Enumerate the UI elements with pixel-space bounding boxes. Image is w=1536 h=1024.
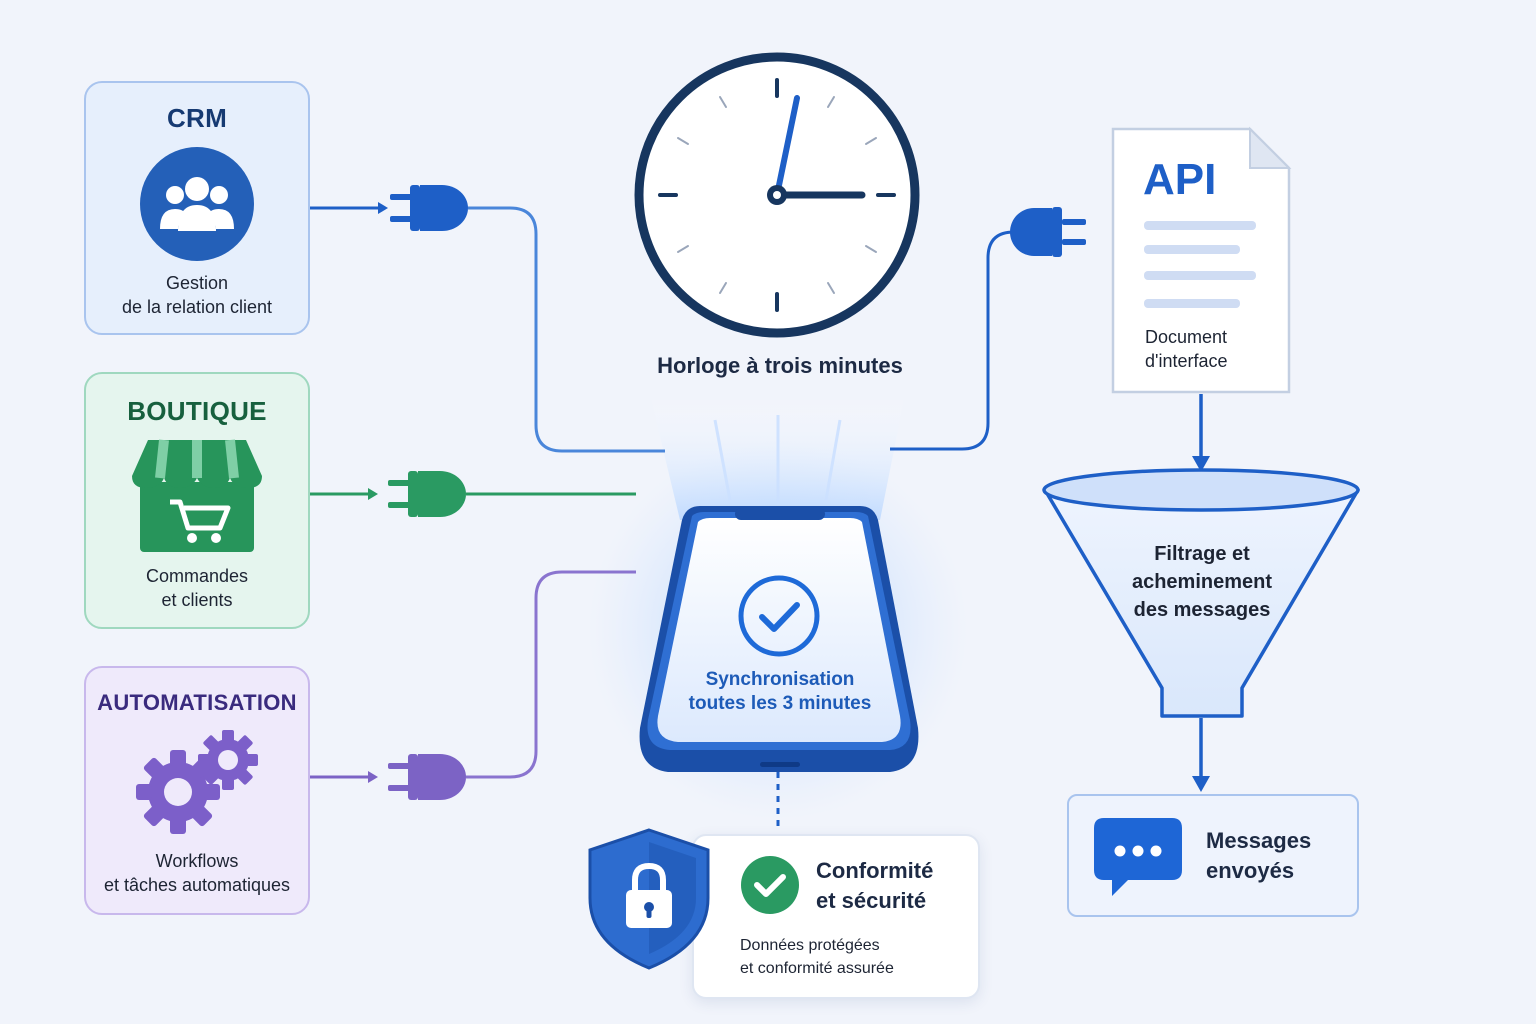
security-title-line1: Conformité [816,858,934,883]
crm-title: CRM [166,103,228,133]
api-connector [890,207,1086,451]
chat-bubble-icon [1094,818,1182,896]
boutique-subtitle-line2: et clients [161,590,233,610]
clock-caption: Horloge à trois minutes [657,353,903,378]
boutique-title: BOUTIQUE [127,396,267,426]
security-subtitle: Données protégées et conformité assurée [740,934,894,980]
phone-sync-line2: toutes les 3 minutes [688,693,872,714]
security-sub-line2: et conformité assurée [740,960,894,977]
security-sub-line1: Données protégées [740,937,880,954]
users-icon [140,147,254,261]
security-title-line2: et sécurité [816,888,927,913]
shield-lock-icon [588,828,710,970]
arrow-to-funnel [1192,394,1210,472]
crm-subtitle: Gestion de la relation client [86,271,308,319]
phone-sync-line1: Synchronisation [705,669,855,690]
messages-line1: Messages [1206,828,1312,853]
funnel-line3: des messages [1133,599,1271,621]
gears-icon [136,730,258,834]
phone-sync-text: Synchronisation toutes les 3 minutes [660,668,900,716]
crm-connector [310,185,665,453]
api-doc-caption: Document d'interface [1145,325,1228,373]
security-title: Conformité et sécurité [816,856,933,916]
boutique-subtitle-line1: Commandes [145,566,249,586]
automatisation-subtitle-line1: Workflows [155,851,239,871]
arrow-to-messages [1192,718,1210,792]
crm-subtitle-line1: Gestion [165,273,229,293]
automatisation-title: AUTOMATISATION [97,690,297,715]
store-icon [132,439,262,552]
funnel-icon [1042,468,1360,718]
messages-line2: envoyés [1206,858,1295,883]
boutique-subtitle: Commandes et clients [86,564,308,612]
automatisation-connector [310,570,636,800]
funnel-caption: Filtrage et acheminement des messages [1090,540,1314,624]
api-document-icon [1111,126,1292,394]
automatisation-subtitle-line2: et tâches automatiques [103,875,291,895]
api-label: API [1143,155,1217,204]
api-doc-line2: d'interface [1145,351,1228,371]
phone-icon [639,506,919,772]
funnel-line2: acheminement [1131,571,1273,593]
boutique-connector [310,471,636,517]
automatisation-subtitle: Workflows et tâches automatiques [86,849,308,897]
messages-label: Messages envoyés [1206,826,1311,886]
crm-subtitle-line2: de la relation client [121,297,273,317]
api-doc-line1: Document [1145,327,1228,347]
funnel-line1: Filtrage et [1154,543,1250,565]
check-circle-icon [741,856,799,914]
security-card[interactable] [692,834,980,999]
clock-icon [634,52,920,338]
